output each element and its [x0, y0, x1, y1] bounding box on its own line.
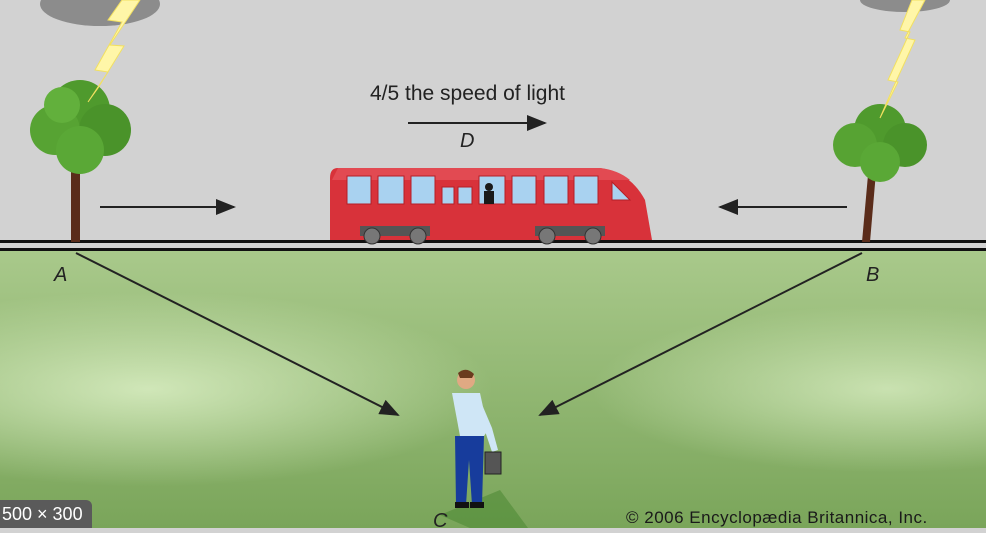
rail-bottom [0, 248, 986, 251]
copyright-notice: © 2006 Encyclopædia Britannica, Inc. [626, 508, 928, 527]
grass-glow-right [0, 250, 986, 528]
tree-b [833, 104, 927, 242]
train-windshield [611, 180, 632, 201]
lightning-bolt-right [879, 0, 926, 119]
train-bogie-rear [535, 226, 605, 245]
lightning-bolt-left [87, 0, 141, 103]
rail-top [0, 240, 986, 243]
point-a-label: A [54, 264, 68, 286]
storm-cloud-right [860, 0, 950, 12]
point-b-label: B [866, 264, 880, 286]
light-path-b-to-c [538, 252, 863, 416]
train-window [346, 175, 372, 205]
point-d-label: D [460, 130, 475, 152]
train-bogie-front [360, 226, 430, 245]
briefcase-icon [484, 451, 502, 475]
train-window [457, 186, 473, 205]
train-window [410, 175, 436, 205]
train-window [543, 175, 569, 205]
speed-label: 4/5 the speed of light [370, 82, 565, 105]
image-size-badge: 500 × 300 [0, 500, 92, 528]
train-window [511, 175, 537, 205]
light-path-a-to-c [75, 252, 400, 416]
tree-a [30, 80, 131, 242]
observer-c [440, 369, 528, 528]
point-c-label: C [433, 510, 448, 532]
train-window [441, 186, 455, 205]
train-window [377, 175, 405, 205]
passenger-icon [485, 183, 493, 191]
train [330, 168, 652, 245]
train-window [573, 175, 599, 205]
